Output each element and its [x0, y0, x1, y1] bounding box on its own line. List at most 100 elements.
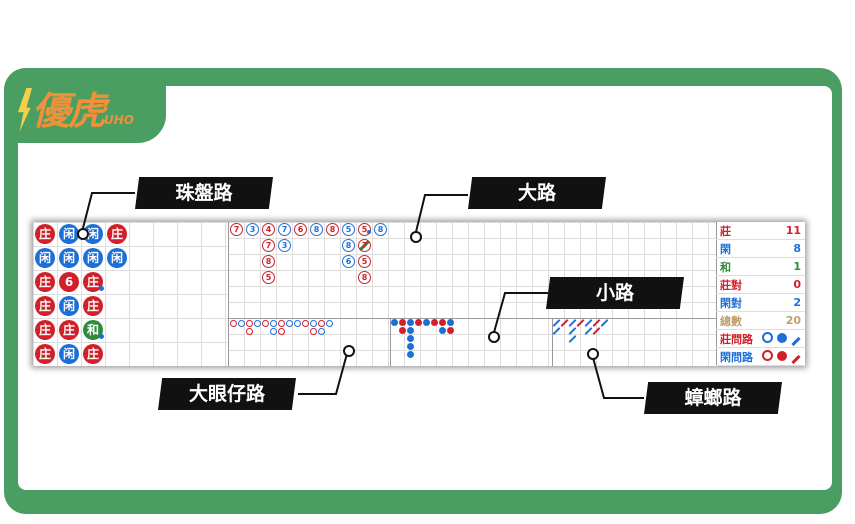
big-eye-mark [294, 320, 301, 327]
pair-dot [99, 286, 104, 291]
cockroach-road-label: 蟑螂路 [644, 382, 782, 414]
bead-result: 庄 [35, 224, 55, 244]
bead-result: 闲 [107, 248, 127, 268]
big-road-result: 8 [358, 271, 371, 284]
bead-result: 闲 [83, 224, 103, 244]
big-eye-mark [310, 328, 317, 335]
big-road-result: 8 [326, 223, 339, 236]
stat-value: 1 [793, 260, 801, 273]
bead-result: 庄 [59, 320, 79, 340]
small-road-mark [407, 343, 414, 350]
big-road-result: 7 [262, 239, 275, 252]
big-eye-mark [302, 320, 309, 327]
stat-label: 和 [720, 260, 731, 274]
dot-icon [777, 350, 788, 361]
big-eye-mark [230, 320, 237, 327]
stat-label: 莊對 [720, 278, 742, 292]
small-road-mark [399, 327, 406, 334]
stat-value: 11 [785, 224, 801, 237]
bead-result: 闲 [59, 344, 79, 364]
big-eye-road-pin [343, 345, 355, 357]
small-road-mark [391, 319, 398, 326]
big-road-result: 8 [310, 223, 323, 236]
big-road-result: 3 [278, 239, 291, 252]
big-eye-mark [326, 320, 333, 327]
big-road-result: 8 [262, 255, 275, 268]
divider [390, 318, 391, 366]
stat-value: 20 [785, 314, 801, 327]
big-eye-mark [262, 320, 269, 327]
bead-result: 庄 [83, 272, 104, 292]
small-road-mark [415, 319, 422, 326]
pair-dot [367, 230, 371, 234]
bead-result: 庄 [83, 296, 103, 316]
bead-road-grid [33, 222, 228, 366]
logo-tab [4, 68, 166, 143]
big-eye-mark [278, 320, 285, 327]
stat-value [762, 349, 801, 364]
big-road-result: 5 [358, 223, 371, 236]
big-road-pin [410, 231, 422, 243]
stat-label: 閑對 [720, 296, 742, 310]
small-road-mark [399, 319, 406, 326]
big-eye-road-label: 大眼仔路 [158, 378, 296, 410]
big-road-result: 8 [374, 223, 387, 236]
small-road-mark [447, 327, 454, 334]
big-road-result: 6 [294, 223, 307, 236]
big-eye-mark [318, 320, 325, 327]
small-road-mark [407, 335, 414, 342]
big-road-result: 7 [358, 239, 371, 252]
divider [716, 222, 717, 366]
bead-result: 闲 [59, 248, 79, 268]
small-road-mark [407, 327, 414, 334]
big-road-result: 4 [262, 223, 275, 236]
bead-result: 闲 [83, 248, 103, 268]
bead-result: 庄 [35, 320, 55, 340]
small-road-label: 小路 [546, 277, 684, 309]
bead-result: 庄 [35, 296, 55, 316]
big-eye-mark [270, 320, 277, 327]
bead-result: 6 [59, 272, 79, 292]
big-road-result: 5 [262, 271, 275, 284]
big-road-result: 3 [246, 223, 259, 236]
small-road-mark [439, 327, 446, 334]
big-eye-mark [238, 320, 245, 327]
stat-row[interactable]: 閑問路 [716, 348, 805, 366]
bead-result: 庄 [107, 224, 127, 244]
bead-result: 庄 [35, 272, 55, 292]
small-road-mark [439, 319, 446, 326]
big-eye-mark [246, 328, 253, 335]
ring-icon [762, 349, 774, 361]
pair-dot [99, 334, 104, 339]
cockroach-road-pin [587, 348, 599, 360]
bead-result: 闲 [59, 296, 79, 316]
big-eye-mark [246, 320, 253, 327]
stat-label: 閑 [720, 242, 731, 256]
big-road-result: 6 [342, 255, 355, 268]
stat-value: 2 [793, 296, 801, 309]
stat-value [762, 331, 801, 346]
big-eye-mark [278, 328, 285, 335]
small-road-mark [447, 319, 454, 326]
small-road-mark [431, 319, 438, 326]
stat-row[interactable]: 莊問路 [716, 330, 805, 348]
stat-value: 0 [793, 278, 801, 291]
big-eye-mark [286, 320, 293, 327]
big-eye-mark [254, 320, 261, 327]
big-road-label: 大路 [468, 177, 606, 209]
dot-icon [777, 332, 788, 343]
big-road-result: 5 [358, 255, 371, 268]
logo: 優虎UHO [32, 89, 135, 133]
small-road-mark [407, 351, 414, 358]
big-road-result: 7 [230, 223, 243, 236]
stat-label: 閑問路 [720, 350, 753, 364]
bead-road-label: 珠盤路 [135, 177, 273, 209]
stat-row: 莊對 0 [716, 276, 805, 294]
